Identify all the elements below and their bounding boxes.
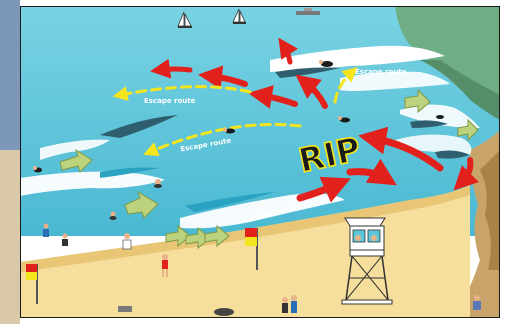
- beach-towel: [214, 308, 234, 316]
- person-icon: [473, 295, 481, 310]
- swimmer-icon: [436, 115, 444, 119]
- beach-bag: [118, 306, 132, 312]
- escape-route-label-top: Escape route: [355, 68, 407, 76]
- person-icon: [43, 224, 49, 238]
- left-edge-sand: [0, 150, 20, 324]
- person-icon: [62, 234, 68, 247]
- person-icon: [291, 295, 297, 313]
- person-icon: [282, 297, 288, 313]
- person-icon: [123, 233, 131, 249]
- rip-arrow: [160, 69, 190, 70]
- escape-route-label-left: Escape route: [144, 97, 196, 105]
